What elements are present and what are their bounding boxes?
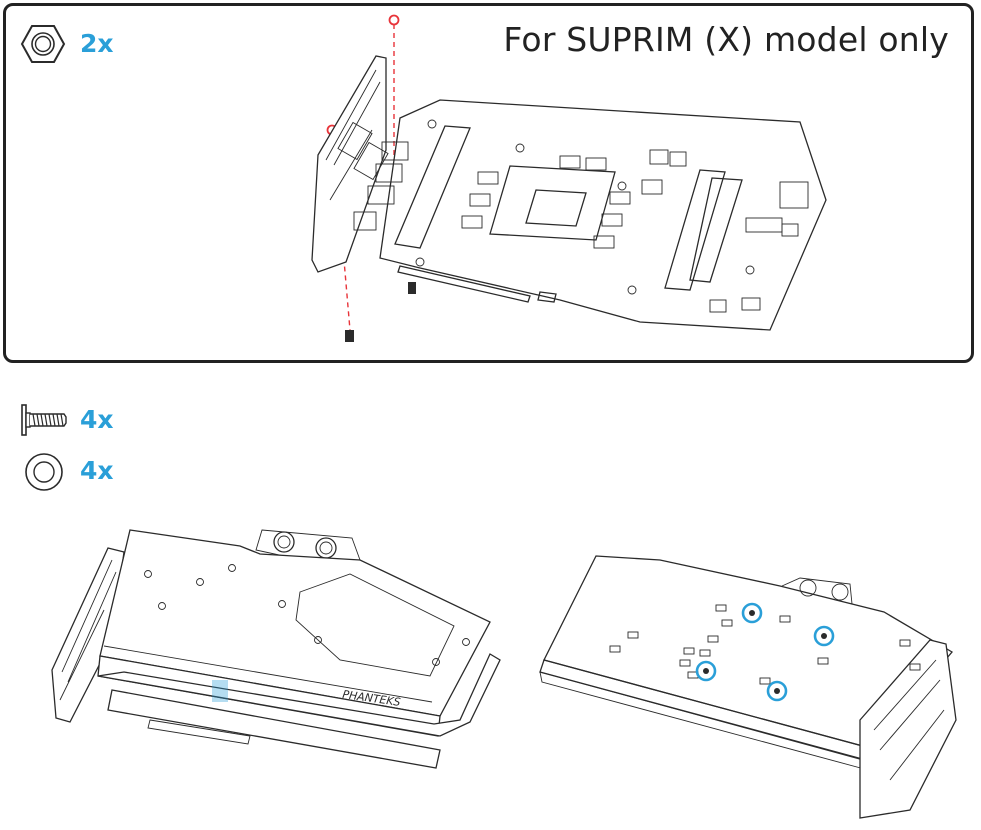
screw-quantity: 4x [80,405,114,434]
washer-icon [25,453,63,491]
backplate-hole-2 [813,625,835,647]
io-bracket [311,55,387,273]
backplate-port-block [781,577,853,605]
waterblock-top [99,529,491,717]
washer-quantity: 4x [80,456,114,485]
right-io-bracket [859,639,957,819]
screw-bottom-1 [408,282,416,294]
backplate-hole-4 [766,680,788,702]
hex-nut-icon [20,25,66,63]
screw-icon [21,404,67,436]
suprim-panel: For SUPRIM (X) model only [3,3,974,363]
gpu-die-area [489,165,616,241]
backplate-hole-1 [741,602,763,624]
highlight-region [212,680,228,702]
backplate-hole-3 [695,660,717,682]
acrylic-window [295,573,455,677]
nut-quantity: 2x [80,29,114,58]
panel-title: For SUPRIM (X) model only [503,20,949,59]
pcie-connector [397,265,531,303]
nut-marker-upper [388,14,400,26]
screw-bottom-2 [345,330,354,342]
front-pcb-edge [107,689,441,769]
suprim-pcb-illustration [311,14,827,342]
